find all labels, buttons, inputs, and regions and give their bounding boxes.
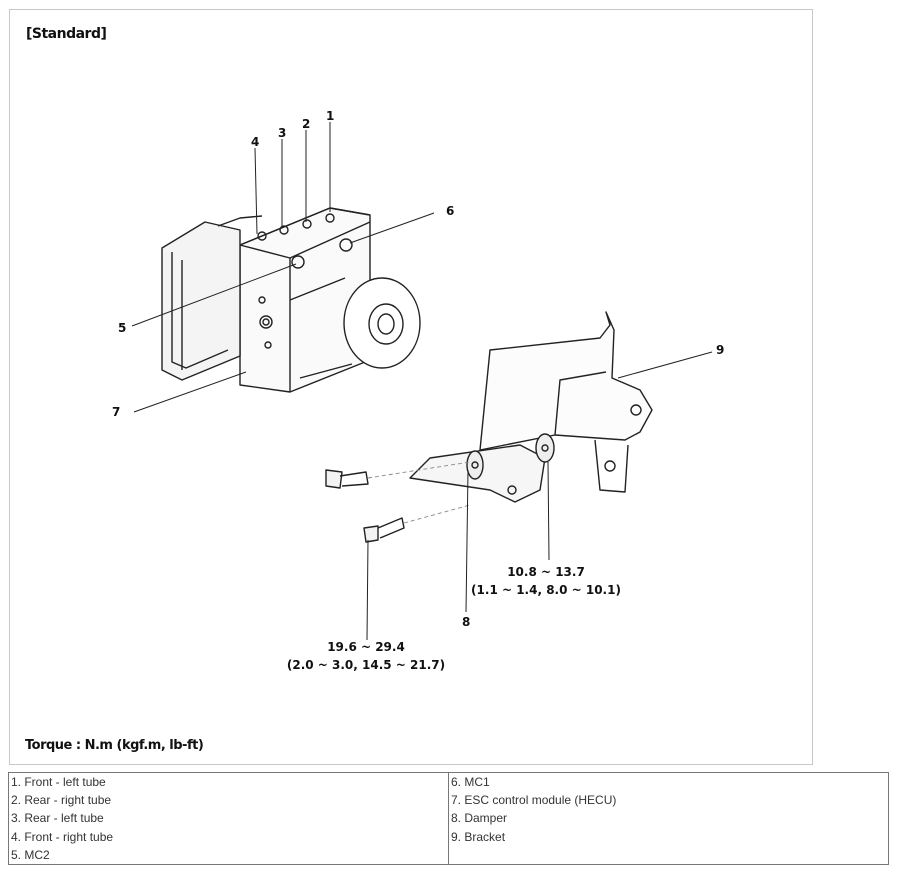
figure-frame — [9, 9, 813, 765]
callout-3: 3 — [278, 126, 286, 140]
legend-item: 2. Rear - right tube — [11, 793, 112, 808]
callout-labels: 1 2 3 4 5 6 7 8 9 — [112, 109, 724, 629]
bolts — [325, 469, 405, 543]
callout-8: 8 — [462, 615, 470, 629]
callout-9: 9 — [716, 343, 724, 357]
callout-5: 5 — [118, 321, 126, 335]
legend-item: 6. MC1 — [451, 775, 490, 789]
damper-torque-nm: 10.8 ~ 13.7 — [507, 565, 585, 579]
hecu-exploded-drawing: 1 2 3 4 5 6 7 8 9 10.8 ~ 13.7 (1.1 ~ 1.4… — [112, 109, 724, 672]
legend-item: 8. Damper — [451, 811, 508, 826]
mount-torque-nm: 19.6 ~ 29.4 — [327, 640, 405, 654]
callout-2: 2 — [302, 117, 310, 131]
legend-row: 1. Front - left tube 2. Rear - right tub… — [8, 772, 889, 865]
bracket — [409, 311, 653, 503]
callout-4: 4 — [251, 135, 259, 149]
legend-item: 4. Front - right tube — [11, 829, 114, 844]
legend-item: 5. MC2 — [11, 847, 50, 862]
callout-1: 1 — [326, 109, 334, 123]
legend-item: 9. Bracket — [451, 829, 506, 844]
hecu-unit — [161, 207, 421, 393]
dampers — [466, 433, 555, 480]
legend-item: 7. ESC control module (HECU) — [451, 793, 617, 808]
torque-specs: 10.8 ~ 13.7 (1.1 ~ 1.4, 8.0 ~ 10.1) 19.6… — [287, 565, 621, 672]
figure-title: [Standard] — [26, 26, 107, 42]
legend-column-right: 6. MC1 7. ESC control module (HECU) 8. D… — [448, 772, 889, 865]
damper-torque-alt: (1.1 ~ 1.4, 8.0 ~ 10.1) — [471, 583, 621, 597]
parts-legend-table: 1. Front - left tube 2. Rear - right tub… — [8, 772, 889, 865]
legend-item: 1. Front - left tube — [11, 775, 106, 789]
legend-item: 3. Rear - left tube — [11, 811, 104, 826]
callout-6: 6 — [446, 204, 454, 218]
legend-column-left: 1. Front - left tube 2. Rear - right tub… — [8, 772, 449, 865]
mount-torque-alt: (2.0 ~ 3.0, 14.5 ~ 21.7) — [287, 658, 445, 672]
callout-7: 7 — [112, 405, 120, 419]
torque-unit-note: Torque : N.m (kgf.m, lb-ft) — [25, 738, 204, 753]
